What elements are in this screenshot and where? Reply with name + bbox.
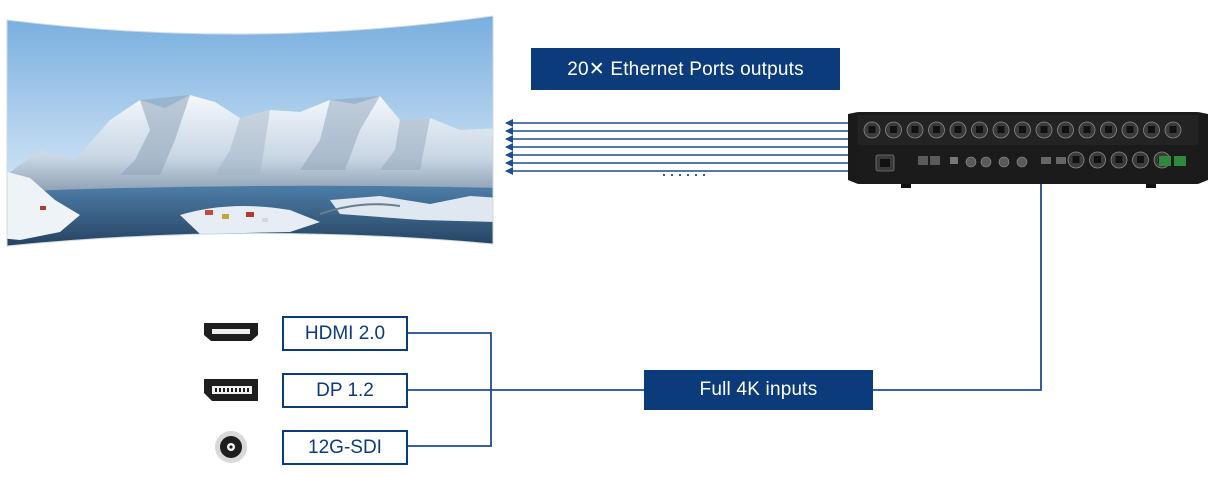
more-outputs-ellipsis: ······ — [661, 164, 709, 184]
ethernet-outputs-label: 20✕ Ethernet Ports outputs — [531, 48, 840, 90]
input-label-dp: DP 1.2 — [282, 373, 408, 408]
bnc-sdi-connector-icon — [215, 431, 247, 463]
displayport-connector-icon — [204, 379, 258, 401]
video-processor-device — [848, 112, 1208, 188]
input-bracket-lines — [408, 180, 1042, 447]
curved-led-screen — [6, 15, 494, 247]
ethernet-output-arrows — [505, 119, 850, 175]
input-label-hdmi: HDMI 2.0 — [282, 316, 408, 351]
input-label-sdi: 12G-SDI — [282, 430, 408, 465]
full-4k-inputs-label: Full 4K inputs — [644, 370, 873, 410]
hdmi-connector-icon — [204, 323, 258, 341]
